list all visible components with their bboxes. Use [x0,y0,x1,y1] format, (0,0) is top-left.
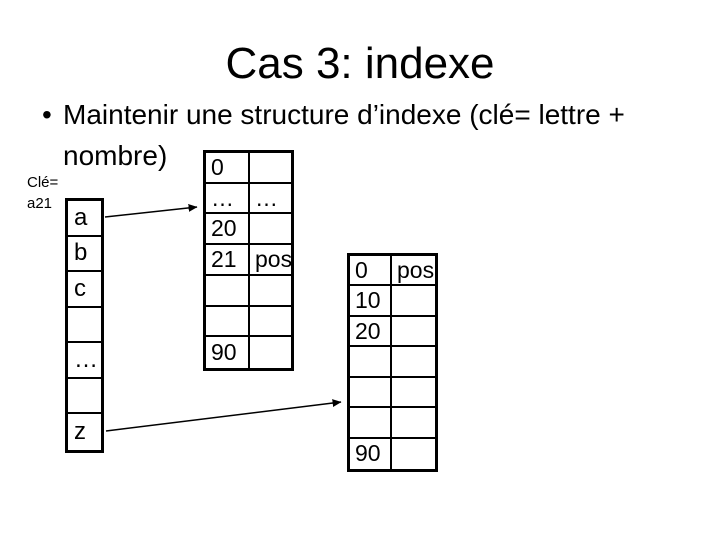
table-cell [206,306,250,338]
table-cell: pos [392,256,435,287]
key-label-line-1: Clé= [27,174,59,191]
table-cell [392,286,435,317]
arrow-a-to-index-a [104,203,198,218]
table-cell: z [74,418,86,446]
arrow-z-to-index-z [105,399,342,432]
table-cell [250,307,291,338]
table-cell: 90 [206,337,250,368]
index-table-a: 0 … … 20 21 pos 90 [203,150,294,371]
table-cell [250,337,291,368]
table-cell [350,347,392,378]
table-cell: 0 [206,153,250,184]
table-cell: … [250,184,291,215]
table-cell: … [68,343,101,379]
bullet-item: • Maintenir une structure d’indexe (clé=… [42,94,662,176]
table-cell [392,378,435,409]
table-cell: pos [250,245,291,276]
table-cell [392,408,435,439]
table-cell: 10 [350,286,392,317]
bullet-marker: • [42,99,52,130]
letters-table: a b c … z [65,198,104,453]
table-cell [68,308,101,344]
table-cell: 21 [206,245,250,276]
bullet-line-1: Maintenir une structure d’indexe (clé= l… [63,99,625,130]
table-cell [68,379,101,415]
bullet-text: Maintenir une structure d’indexe (clé= l… [63,94,625,176]
table-cell: a [68,201,101,237]
table-cell [250,276,291,307]
table-cell [350,408,392,439]
table-cell: … [206,183,250,215]
index-table-z: 0 pos 10 20 90 [347,253,438,472]
slide-title: Cas 3: indexe [225,39,495,88]
bullet-line-2: nombre) [63,140,168,171]
table-cell [250,153,291,184]
table-cell [350,377,392,409]
table-cell: 20 [350,316,392,348]
key-label-line-2: a21 [27,195,53,212]
table-cell: 0 [350,256,392,287]
table-cell [392,439,435,469]
table-cell: b [68,237,101,273]
table-cell [392,347,435,378]
table-cell [250,214,291,246]
table-cell: 90 [350,438,392,469]
table-cell [206,275,250,307]
key-label: Clé= a21 [27,172,58,214]
table-cell [392,317,435,348]
table-cell: c [68,272,101,308]
table-cell: 20 [206,214,250,246]
